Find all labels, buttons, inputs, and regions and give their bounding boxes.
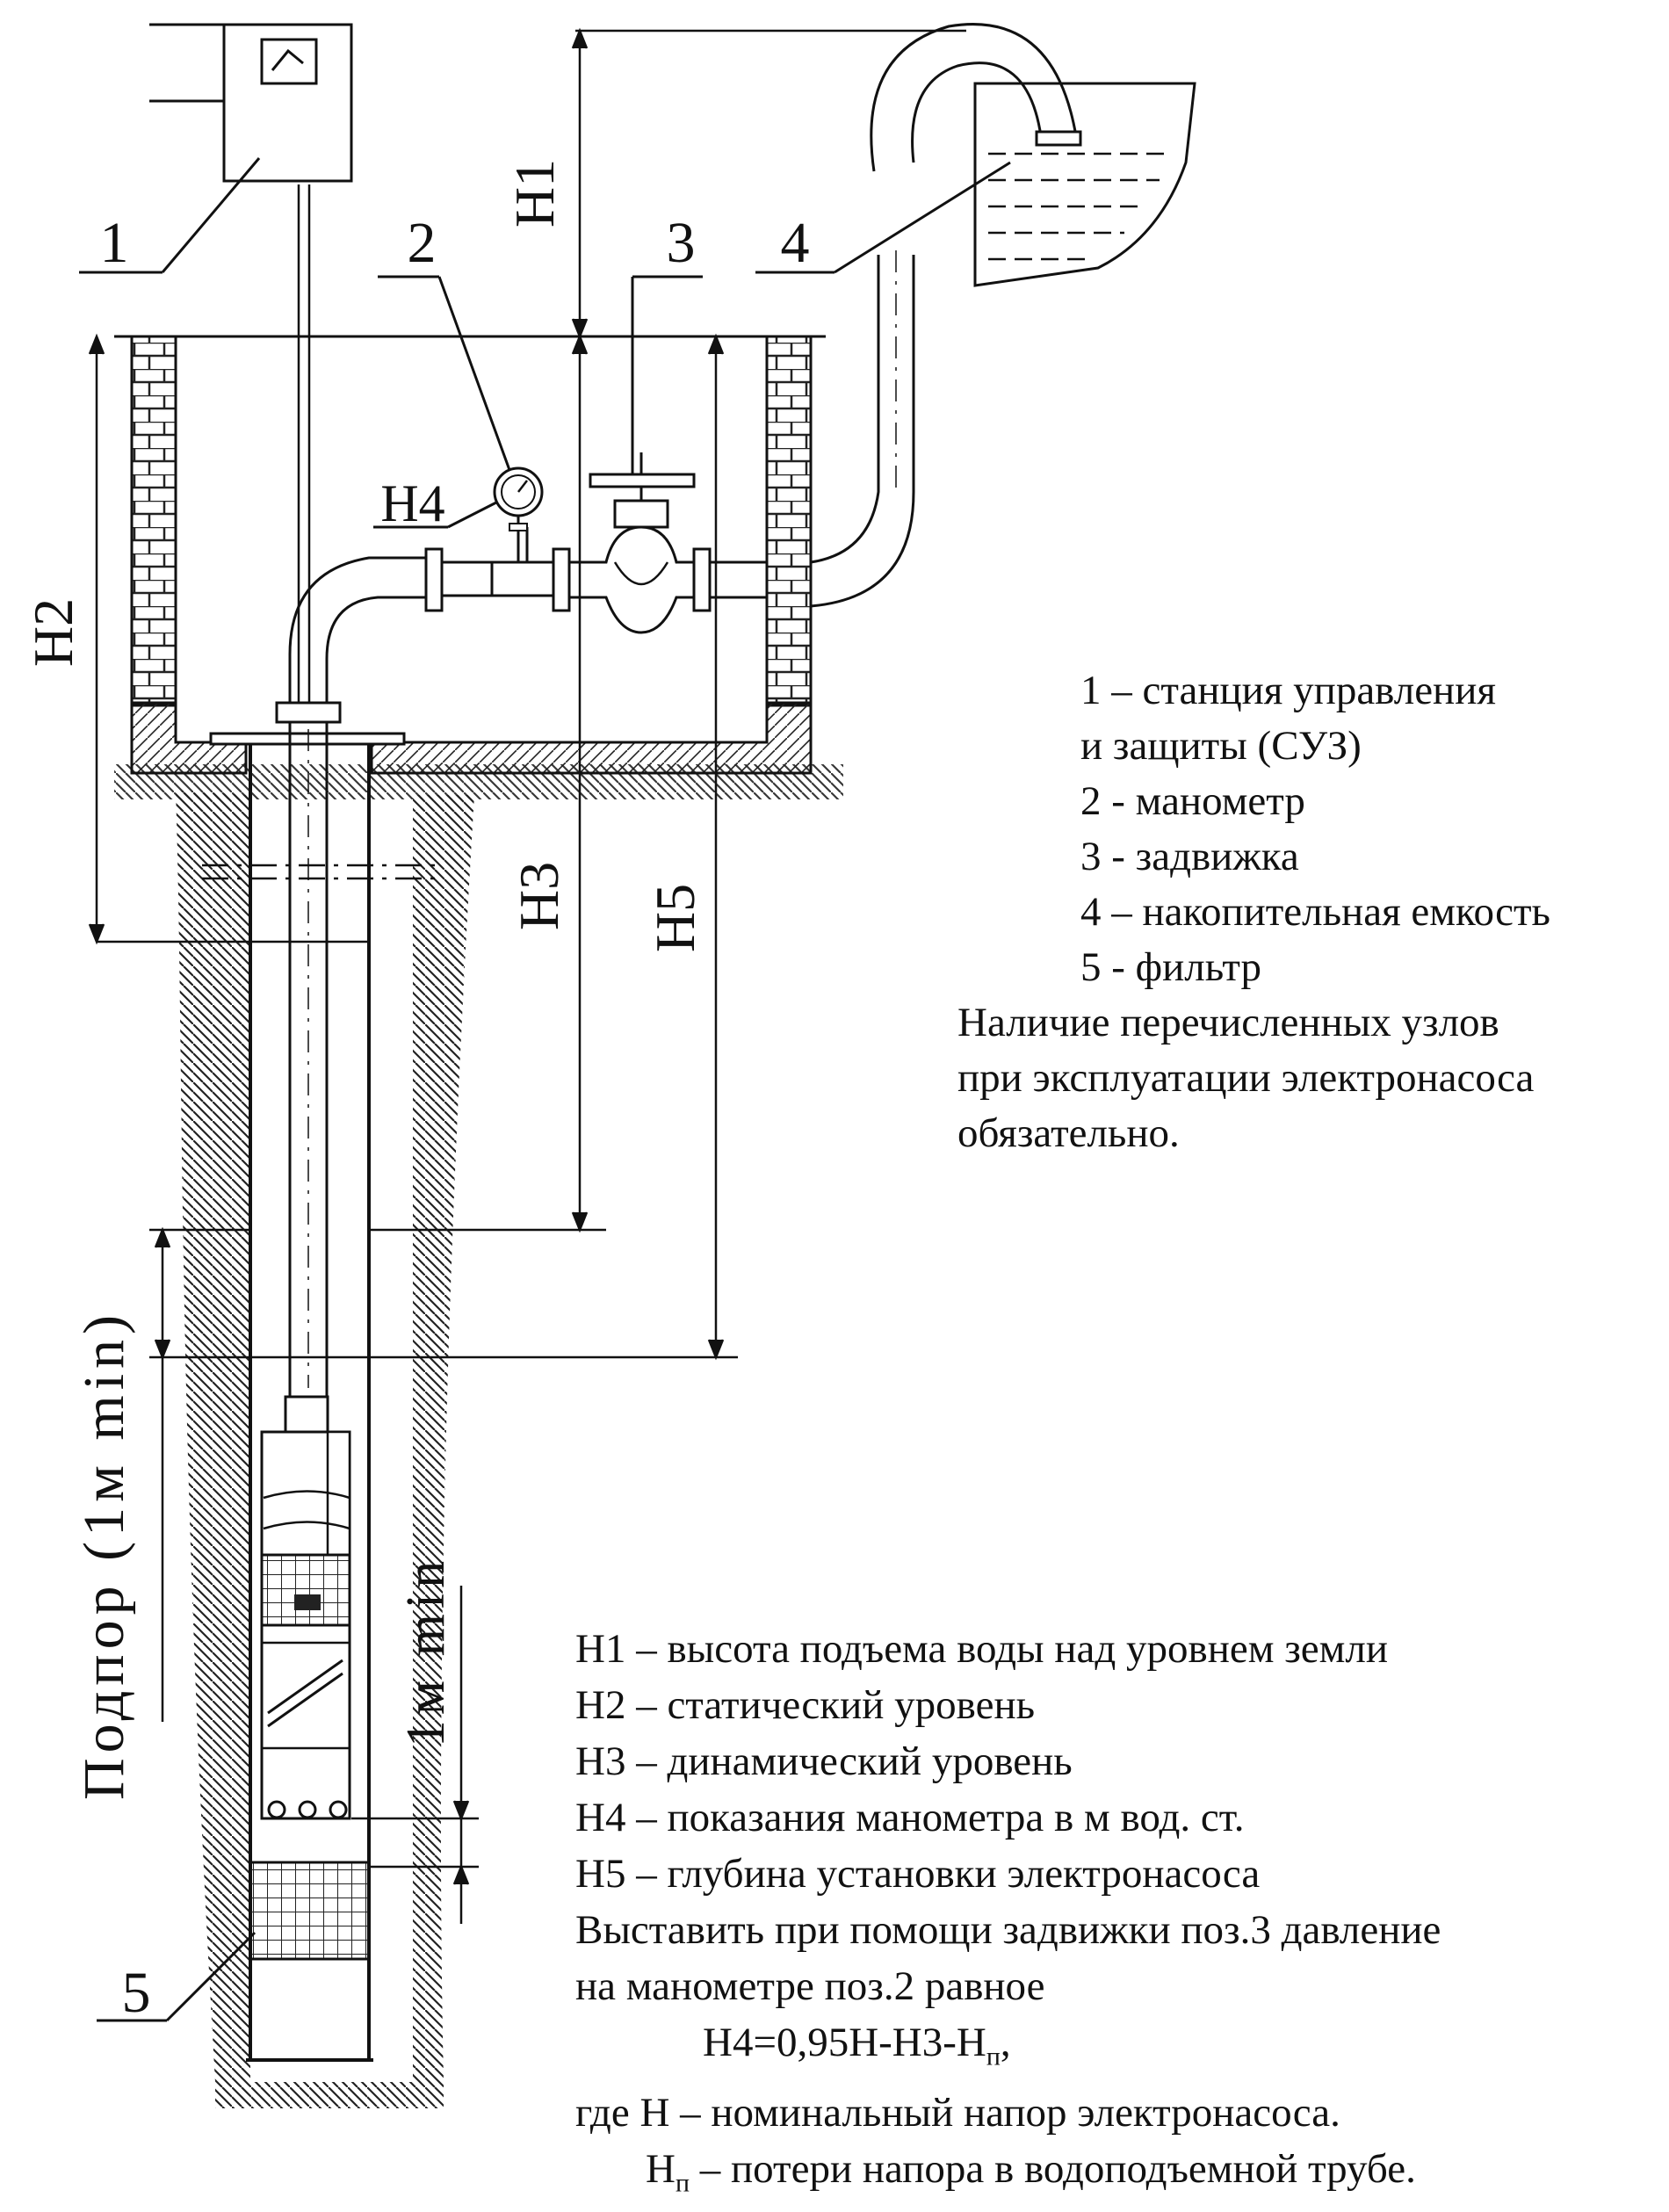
storage-tank <box>755 23 1196 287</box>
filter <box>97 1861 371 2022</box>
instruction-text: Выставить при помощи задвижки поз.3 давл… <box>575 1907 1441 1953</box>
formula-loss: Нп – потери напора в водоподъемной трубе… <box>575 2141 1441 2211</box>
legend-item: 4 – накопительная емкость <box>1080 889 1550 935</box>
legend-item: 2 - манометр <box>1080 778 1305 824</box>
label-station: 1 <box>100 211 129 275</box>
legend-note: Наличие перечисленных узлов <box>957 1000 1499 1045</box>
label-h2: Н2 <box>22 598 84 667</box>
label-valve: 3 <box>667 211 696 275</box>
loss-text: – потери напора в водоподъемной трубе. <box>690 2146 1416 2193</box>
label-gauge: 2 <box>408 211 437 275</box>
pit <box>114 335 826 775</box>
legend-item: 3 - задвижка <box>1080 834 1299 879</box>
discharge-piping <box>288 250 915 703</box>
legend-note: обязательно. <box>957 1110 1180 1156</box>
pressure-gauge <box>373 275 544 531</box>
formula-main: Н4=0,95Н-Н3-Н <box>703 2020 986 2065</box>
label-h4: Н4 <box>380 474 444 532</box>
formula-where: где Н – номинальный напор электронасоса. <box>575 2090 1340 2136</box>
legend-item: Н5 – глубина установки электронасоса <box>575 1851 1261 1897</box>
valve-leader <box>631 275 703 474</box>
formula: Н4=0,95Н-Н3-Нп, <box>575 2014 1441 2085</box>
legend-item: и защиты (СУЗ) <box>1080 723 1362 769</box>
formula-tail: , <box>1000 2020 1011 2065</box>
submersible-pump <box>260 1395 351 1820</box>
legend-item: Н3 – динамический уровень <box>575 1739 1073 1784</box>
dimension-lines <box>88 27 966 1924</box>
legend-note: при эксплуатации электронасоса <box>957 1055 1535 1101</box>
loss-symbol: Н <box>646 2146 676 2193</box>
label-h1: Н1 <box>503 159 566 228</box>
legend-item: 1 – станция управления <box>1080 668 1496 713</box>
instruction-text: на манометре поз.2 равное <box>575 1963 1045 2009</box>
components-legend: 1 – станция управления и защиты (СУЗ) 2 … <box>957 663 1550 1161</box>
label-filter: 5 <box>122 1961 151 2025</box>
riser-pipe <box>275 184 342 1397</box>
legend-item: 5 - фильтр <box>1080 944 1261 990</box>
legend-item: Н1 – высота подъема воды над уровнем зем… <box>575 1626 1388 1672</box>
well-casing <box>202 732 439 2062</box>
label-h5: Н5 <box>644 884 706 952</box>
control-station <box>79 23 353 274</box>
legend-item: Н2 – статический уровень <box>575 1682 1036 1728</box>
label-tank: 4 <box>781 211 810 275</box>
levels-legend: Н1 – высота подъема воды над уровнем зем… <box>575 1621 1441 2212</box>
label-one-m-min: 1м min <box>396 1556 456 1747</box>
formula-subscript: п <box>986 2042 1001 2071</box>
label-podpor: Подпор (1м min) <box>72 1310 136 1800</box>
legend-item: Н4 – показания манометра в м вод. ст. <box>575 1795 1245 1840</box>
loss-subscript: п <box>675 2168 690 2198</box>
label-h3: Н3 <box>508 862 570 930</box>
